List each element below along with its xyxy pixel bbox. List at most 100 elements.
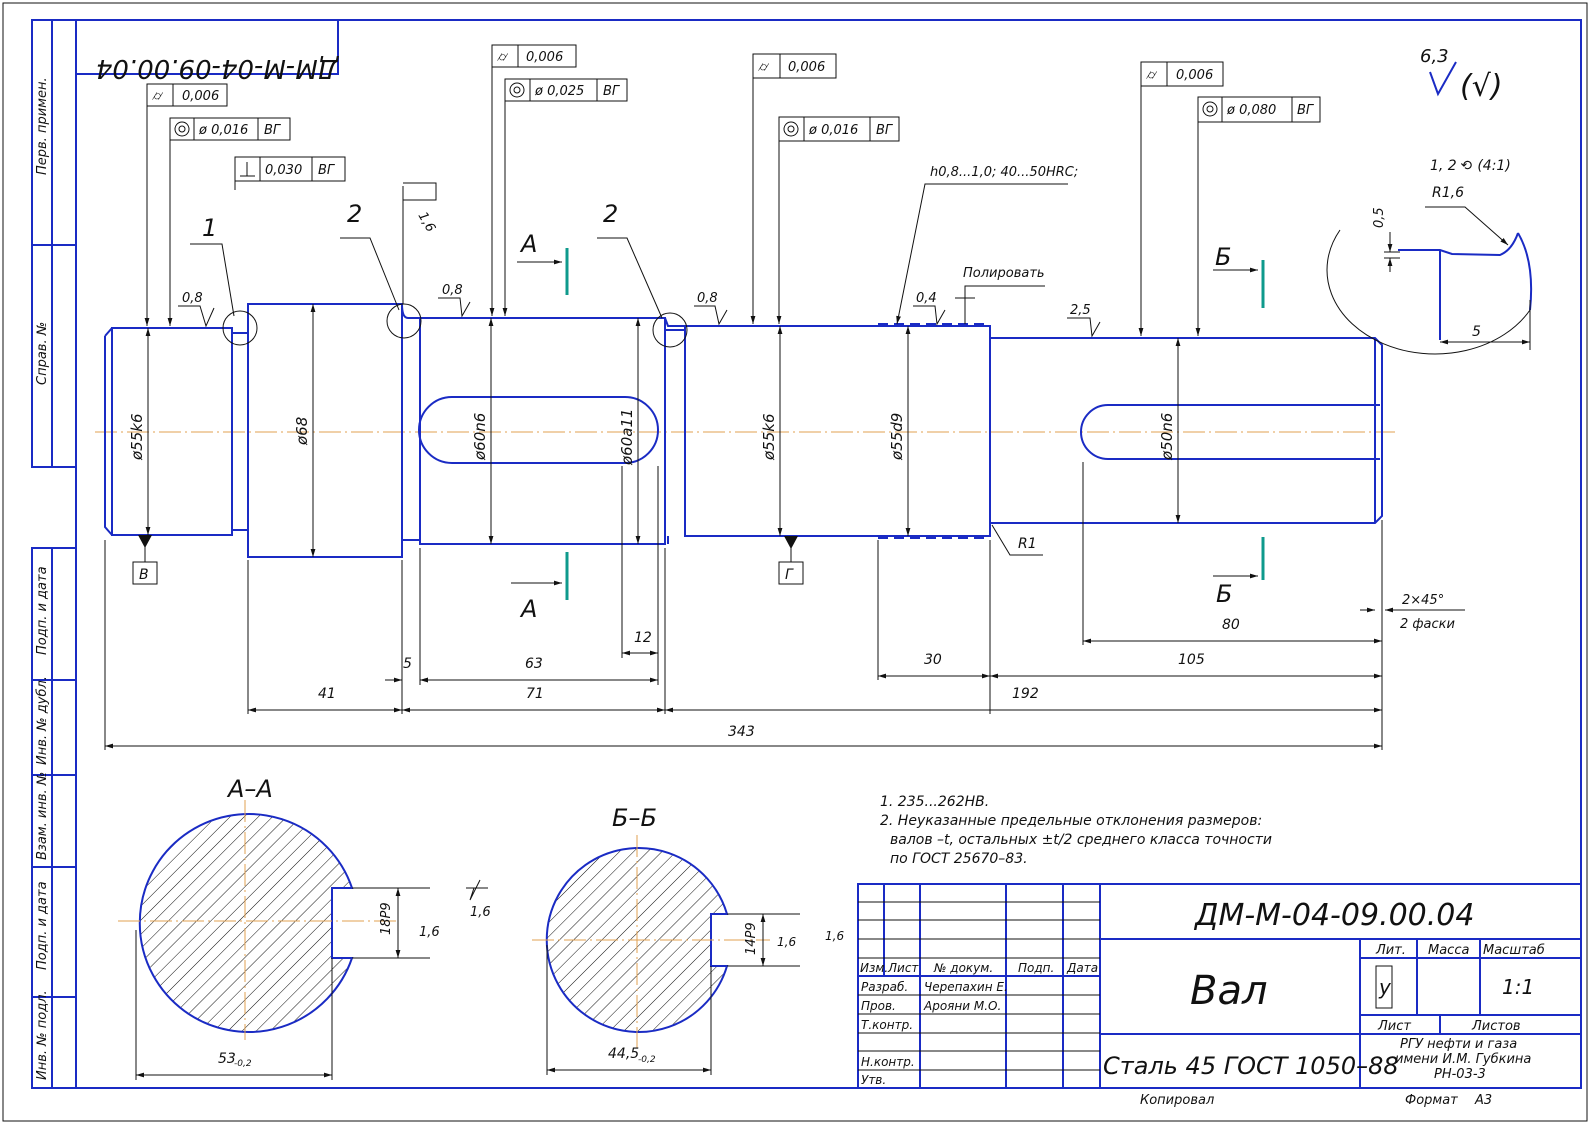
polish-note: Полировать	[963, 266, 1045, 281]
detail-r16: R1,6	[1432, 185, 1464, 201]
detail-dim-5: 5	[1472, 324, 1481, 340]
tb-list: Лист	[887, 961, 919, 975]
callout-2a: 2	[347, 200, 362, 228]
r1-label: R1	[1018, 536, 1037, 552]
tb-lit-label: Лит.	[1375, 943, 1406, 958]
tb-name-razrab: Черепахин Е.	[924, 980, 1008, 994]
svg-text:⌭: ⌭	[758, 60, 770, 75]
callout-1: 1	[202, 214, 217, 242]
dim-5: 5	[403, 656, 412, 672]
bb-tol: -0,2	[638, 1055, 656, 1065]
dim-63: 63	[525, 656, 543, 672]
detail-view: 1, 2 ⟲ (4:1) R1,6 0,5 5	[1326, 158, 1533, 355]
roughness-general-value: 6,3	[1420, 46, 1449, 67]
diam-7: ø50n6	[1158, 413, 1176, 461]
keyway-a	[418, 396, 659, 464]
bb-rough-2: 1,6	[777, 935, 796, 949]
tb-role-prov: Пров.	[861, 999, 896, 1013]
tol-4-value: 0,006	[526, 50, 563, 65]
bb-width: 44,5	[608, 1046, 639, 1062]
note-1: 1. 235...262HB.	[880, 794, 989, 810]
svg-text:⌭: ⌭	[152, 89, 164, 104]
groove-circle-1	[222, 310, 258, 346]
side-label-vzam: Взам. инв. №	[35, 772, 50, 860]
side-label-podp1: Подп. и дата	[35, 566, 50, 655]
side-label-perv: Перв. примен.	[35, 77, 50, 175]
section-bb: Б–Б 14P9 44,5 -0,2 1,6 1,6	[532, 804, 844, 1075]
technical-notes: 1. 235...262HB. 2. Неуказанные предельны…	[880, 794, 1272, 867]
section-b-upper: Б	[1215, 243, 1231, 271]
tol-2-value: ø 0,016	[198, 123, 248, 138]
diam-5: ø55k6	[760, 414, 778, 462]
diameter-dims: ø55k6 ø68 ø60n6 ø60a11 ø55k6 ø55d9 ø50n6	[128, 304, 1181, 557]
tol-2-datum: ВГ	[264, 123, 282, 138]
callouts: 1 2 2 1,6 h0,8...1,0; 40...50HRC; Полиро…	[190, 165, 1078, 556]
tolerance-frames: 0,006 ⌭ ø 0,016 ВГ 0,030 ВГ ⌭ 0,006 ø 0,…	[144, 44, 1321, 336]
section-a-upper: А	[519, 230, 537, 258]
roughness-1: 0,8	[182, 291, 203, 306]
note-3: валов –t, остальных ±t/2 среднего класса…	[890, 832, 1272, 848]
detail-scale: 1, 2 ⟲ (4:1)	[1430, 158, 1511, 174]
dim-41: 41	[318, 686, 336, 702]
aa-width: 53	[218, 1051, 236, 1067]
tb-format: А3	[1474, 1093, 1492, 1108]
tb-part-name: Вал	[1190, 968, 1268, 1014]
diam-4: ø60a11	[618, 408, 636, 466]
tol-5-datum: ВГ	[603, 84, 621, 99]
dim-105: 105	[1178, 652, 1205, 668]
section-markers: А А Б Б	[511, 230, 1265, 623]
tb-masshtab: Масштаб	[1483, 943, 1545, 958]
mirrored-code-box	[75, 19, 339, 75]
section-aa-title: А–А	[226, 775, 273, 803]
tol-3-datum: ВГ	[318, 163, 336, 178]
side-label-sprav: Справ. №	[35, 322, 50, 385]
mirrored-code: ДМ-М-04-09.00.04	[96, 53, 339, 83]
tb-listov: Листов	[1471, 1019, 1521, 1034]
aa-rough-1: 1,6	[470, 905, 491, 920]
dim-80: 80	[1222, 617, 1240, 633]
datum-g: Г	[785, 567, 794, 583]
tb-role-razrab: Разраб.	[861, 980, 908, 994]
tol-1-value: 0,006	[182, 89, 219, 104]
tb-material: Сталь 45 ГОСТ 1050–88	[1103, 1052, 1399, 1080]
tb-org-1: РГУ нефти и газа	[1400, 1037, 1517, 1052]
callout-2b: 2	[603, 200, 618, 228]
svg-text:⌭: ⌭	[1146, 68, 1158, 83]
tol-8-value: 0,006	[1176, 68, 1213, 83]
section-bb-title: Б–Б	[612, 804, 657, 832]
tb-scale: 1:1	[1502, 975, 1534, 999]
tb-lit: у	[1378, 975, 1392, 999]
roughness-general-bracket: (√)	[1460, 69, 1503, 104]
dim-30: 30	[924, 652, 942, 668]
keyway-b	[1080, 404, 1380, 460]
section-b-lower: Б	[1216, 580, 1232, 608]
diam-6: ø55d9	[888, 413, 906, 461]
tol-5-value: ø 0,025	[534, 84, 584, 99]
tb-format-label: Формат	[1405, 1093, 1458, 1108]
tb-copy: Копировал	[1140, 1093, 1214, 1108]
section-aa: А–А 18P9 53 -0,2 1,6 1,6	[118, 775, 491, 1080]
tb-massa: Масса	[1428, 943, 1469, 958]
tb-org-2: имени И.М. Губкина	[1395, 1052, 1531, 1067]
aa-rough-2: 1,6	[419, 925, 440, 940]
side-label-inv-dubl: Инв. № дубл.	[35, 676, 50, 765]
length-dims: 5 63 12 41 71 30 105 80 192 343 2×45° 2 …	[104, 462, 1465, 750]
side-strip: Перв. примен. Справ. № Подп. и дата Инв.…	[31, 19, 77, 1089]
detail-dim-05: 0,5	[1372, 207, 1387, 228]
dim-71: 71	[526, 686, 544, 702]
dim-343: 343	[728, 724, 755, 740]
tb-code: ДМ-М-04-09.00.04	[1193, 898, 1474, 933]
tol-3-value: 0,030	[265, 163, 302, 178]
hardening-note: h0,8...1,0; 40...50HRC;	[930, 165, 1078, 180]
aa-tol: -0,2	[234, 1059, 252, 1069]
tb-role-nkontr: Н.контр.	[861, 1055, 915, 1069]
side-label-inv-podl: Инв. № подл.	[35, 990, 50, 1080]
datum-markers: В Г	[132, 535, 804, 585]
diam-3: ø60n6	[471, 413, 489, 461]
bb-key: 14P9	[744, 922, 759, 955]
section-a-lower: А	[519, 595, 537, 623]
side-label-podp2: Подп. и дата	[35, 881, 50, 970]
dim-12: 12	[634, 630, 652, 646]
